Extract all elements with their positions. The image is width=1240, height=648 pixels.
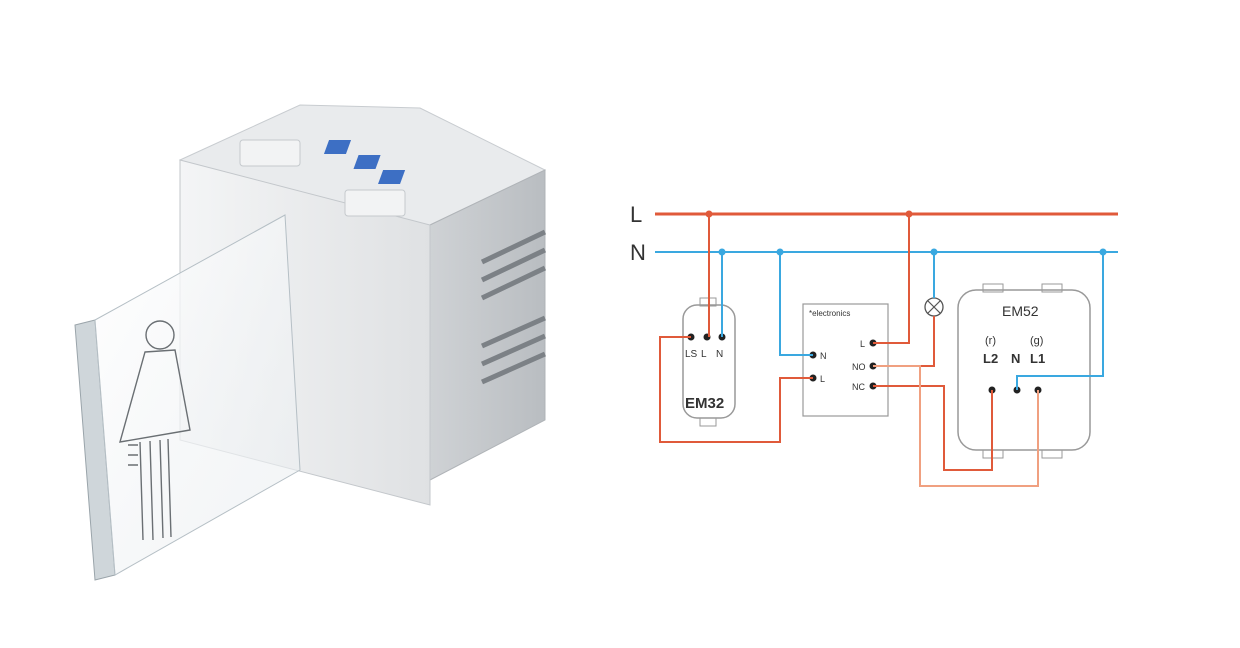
em32-terminal-label: LS xyxy=(685,349,698,360)
wire-NO-to-em52-L1 xyxy=(873,365,1039,487)
em52-top-tab-right xyxy=(1041,283,1063,293)
em52-terminal-label: L2 xyxy=(983,351,998,366)
lamp-cross-stroke xyxy=(927,300,941,314)
electronics-right-terminal-label: NO xyxy=(852,362,866,372)
em52-tag-g: (g) xyxy=(1030,335,1043,347)
em52-terminal-label: N xyxy=(1011,351,1020,366)
wire-neutral-to-em52-N xyxy=(1016,252,1104,390)
electronics-title: *electronics xyxy=(809,309,850,318)
wire-live-to-electronics-L xyxy=(873,214,910,344)
live-line-label: L xyxy=(630,202,642,227)
electronics-right-terminal-label: L xyxy=(860,339,865,349)
em52-outline xyxy=(957,289,1091,451)
em52-bottom-tab-right xyxy=(1041,449,1063,459)
wire-neutral-to-electronics-N xyxy=(779,252,813,356)
terminal-slots xyxy=(323,140,406,184)
top-clip-right xyxy=(344,189,406,217)
em32-terminal-label: N xyxy=(716,349,723,360)
em52-terminal-label: L1 xyxy=(1030,351,1045,366)
em32-terminal-label: L xyxy=(701,349,707,360)
wire-em32-LS-to-electronics-L xyxy=(659,336,813,443)
top-clip-left xyxy=(239,139,301,167)
woman-restroom-sign-icon xyxy=(119,320,191,541)
em32-bottom-tab xyxy=(699,417,717,427)
em52-tag-r: (r) xyxy=(985,335,996,347)
glass-plate xyxy=(94,214,301,576)
em52-name: EM52 xyxy=(1002,303,1039,319)
em52-top-tab-left xyxy=(982,283,1004,293)
electronics-right-terminal-label: NC xyxy=(852,382,865,392)
wire-NO-to-lamp xyxy=(873,316,935,367)
em32-name: EM32 xyxy=(685,395,724,412)
wire-NC-to-em52-L2 xyxy=(873,385,993,471)
electronics-left-terminal-label: N xyxy=(820,351,827,361)
vent-slots xyxy=(480,229,547,385)
signal-lamp-module-illustration xyxy=(74,104,547,581)
neutral-line-label: N xyxy=(630,240,646,265)
electronics-outline xyxy=(802,303,889,417)
electronics-left-terminal-label: L xyxy=(820,374,825,384)
